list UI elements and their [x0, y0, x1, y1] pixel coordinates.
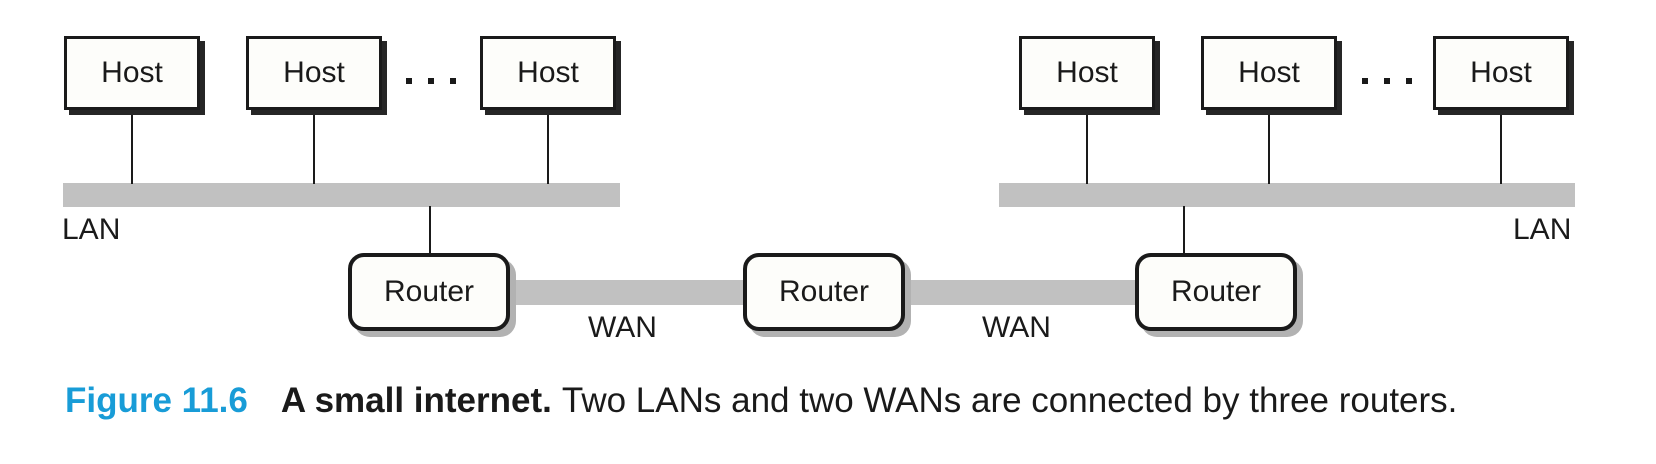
router-label: Router	[778, 275, 870, 308]
figure-description: Two LANs and two WANs are connected by t…	[561, 381, 1458, 420]
host-node: Host	[64, 36, 200, 110]
router-connector	[429, 206, 431, 254]
router-label: Router	[383, 275, 475, 308]
host-connector	[131, 110, 133, 184]
router-node: Router	[1135, 253, 1297, 331]
dot	[450, 78, 456, 84]
dot	[1384, 78, 1390, 84]
host-connector	[1086, 110, 1088, 184]
host-node: Host	[246, 36, 382, 110]
figure-number: Figure 11.6	[65, 381, 248, 420]
lan-label-right: LAN	[1513, 213, 1572, 246]
router-connector	[1183, 206, 1185, 254]
lan-label-left: LAN	[62, 213, 121, 246]
ellipsis-dots	[1362, 78, 1412, 84]
router-node: Router	[348, 253, 510, 331]
wan-bar-1	[505, 280, 748, 305]
router-label: Router	[1170, 275, 1262, 308]
dot	[428, 78, 434, 84]
figure-caption: Figure 11.6 A small internet.Two LANs and…	[65, 381, 1625, 421]
router-node: Router	[743, 253, 905, 331]
figure-title: A small internet.	[280, 381, 552, 420]
host-connector	[1268, 110, 1270, 184]
host-label: Host	[1238, 56, 1300, 89]
lan-bar-right	[999, 183, 1575, 207]
wan-bar-2	[900, 280, 1142, 305]
host-connector	[1500, 110, 1502, 184]
host-node: Host	[1433, 36, 1569, 110]
host-connector	[313, 110, 315, 184]
wan-label-2: WAN	[982, 311, 1051, 344]
host-label: Host	[101, 56, 163, 89]
dot	[406, 78, 412, 84]
ellipsis-dots	[406, 78, 456, 84]
host-label: Host	[1470, 56, 1532, 89]
wan-label-1: WAN	[588, 311, 657, 344]
host-connector	[547, 110, 549, 184]
host-node: Host	[480, 36, 616, 110]
host-label: Host	[1056, 56, 1118, 89]
dot	[1362, 78, 1368, 84]
host-node: Host	[1201, 36, 1337, 110]
host-node: Host	[1019, 36, 1155, 110]
host-label: Host	[517, 56, 579, 89]
lan-bar-left	[63, 183, 620, 207]
dot	[1406, 78, 1412, 84]
host-label: Host	[283, 56, 345, 89]
